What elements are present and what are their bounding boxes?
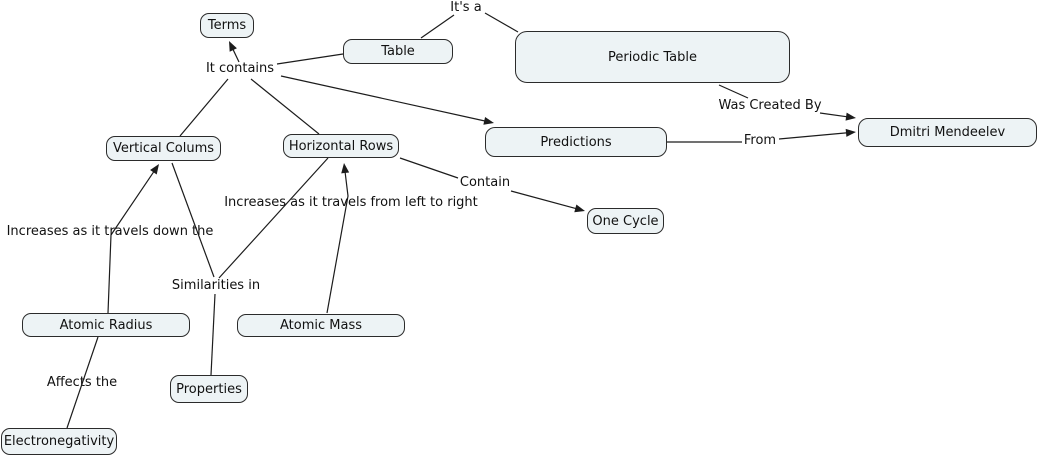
edge-horizontal-rows-to-similarities (218, 157, 329, 279)
edge-its-a-to-table (420, 14, 455, 39)
concept-node-dmitri-mendeelev[interactable]: Dmitri Mendeelev (858, 118, 1037, 147)
link-label-increases-down[interactable]: Increases as it travels down the (6, 223, 214, 239)
edge-it-contains-to-predictions (280, 75, 488, 123)
edge-from-to-dmitri (778, 132, 850, 140)
link-label-from[interactable]: From (743, 132, 777, 148)
edge-atomic-radius-to-electronegativity (66, 336, 99, 429)
link-label-it-contains[interactable]: It contains (205, 60, 275, 76)
edge-was-created-by-to-dmitri (819, 112, 850, 118)
edge-atomic-mass-to-horizontal-rows (326, 169, 349, 314)
concept-node-predictions[interactable]: Predictions (485, 127, 667, 157)
concept-node-horizontal-rows[interactable]: Horizontal Rows (283, 134, 399, 158)
arrowhead-atomic-mass-to-horizontal-rows (341, 163, 350, 174)
arrowhead-contain-to-one-cycle (574, 204, 585, 213)
concept-node-table[interactable]: Table (343, 39, 453, 64)
edge-it-contains-to-vertical-colums (179, 78, 229, 137)
concept-node-atomic-radius[interactable]: Atomic Radius (22, 313, 190, 337)
arrowhead-atomic-radius-to-vertical-colums (150, 164, 159, 175)
edge-it-contains-to-horizontal-rows (250, 78, 320, 135)
concept-node-atomic-mass[interactable]: Atomic Mass (237, 314, 405, 337)
concept-node-one-cycle[interactable]: One Cycle (587, 208, 664, 234)
link-label-was-created-by[interactable]: Was Created By (718, 97, 822, 113)
concept-node-vertical-colums[interactable]: Vertical Colums (106, 136, 221, 161)
concept-node-periodic-table[interactable]: Periodic Table (515, 31, 790, 83)
arrowhead-from-to-dmitri (845, 128, 856, 137)
edge-vertical-colums-to-similarities (171, 162, 215, 278)
link-label-contain[interactable]: Contain (459, 174, 511, 190)
edge-its-a-to-periodic-table (484, 12, 519, 33)
arrowhead-it-contains-to-predictions (483, 116, 494, 125)
arrowhead-was-created-by-to-dmitri (845, 112, 856, 121)
concept-node-electronegativity[interactable]: Electronegativity (1, 428, 117, 455)
edge-contain-to-one-cycle (510, 190, 579, 210)
edge-periodic-table-to-was-created-by (718, 84, 749, 99)
link-label-increases-left-right[interactable]: Increases as it travels from left to rig… (224, 194, 478, 210)
edge-it-contains-to-terms (231, 47, 240, 63)
arrowhead-it-contains-to-terms (229, 41, 237, 52)
link-label-its-a[interactable]: It's a (450, 0, 482, 15)
concept-node-terms[interactable]: Terms (200, 13, 254, 38)
link-label-similarities-in[interactable]: Similarities in (171, 277, 261, 293)
edge-atomic-radius-to-vertical-colums (107, 169, 156, 314)
edge-it-contains-to-table (276, 53, 344, 65)
concept-node-properties[interactable]: Properties (170, 375, 248, 403)
link-label-affects-the[interactable]: Affects the (46, 374, 118, 390)
edge-horizontal-rows-to-contain (399, 157, 459, 179)
edge-similarities-to-properties (210, 293, 216, 376)
